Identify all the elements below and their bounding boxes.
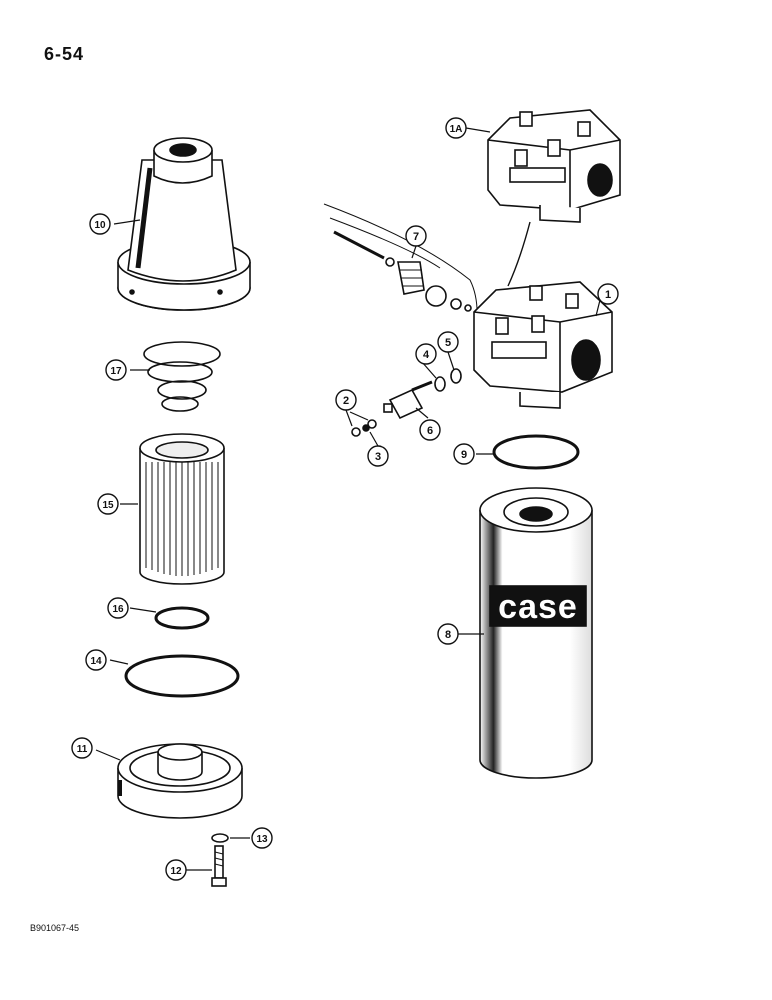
housing-bowl-part-10: [117, 137, 251, 311]
callout-label-8: 8: [445, 629, 451, 641]
callout-label-12: 12: [170, 866, 182, 877]
callout-circle-11: [71, 737, 93, 759]
callout-label-3: 3: [375, 451, 381, 463]
callout-label-9: 9: [461, 449, 467, 461]
page-number: 6-54: [44, 44, 85, 64]
callout-label-2: 2: [343, 395, 349, 407]
leader-lines: [95, 127, 601, 871]
o-ring-part-16: [154, 606, 210, 630]
callout-label-13: 13: [256, 834, 268, 845]
callout-label-1a: 1A: [450, 124, 463, 135]
callout-circle-6: [419, 419, 441, 441]
relief-valve-part-7: [333, 230, 472, 312]
o-ring-part-14: [124, 654, 240, 698]
o-ring-part-9: [492, 434, 580, 470]
callout-label-1: 1: [605, 289, 611, 301]
callout-circle-14: [85, 649, 107, 671]
filter-base-part-11: [117, 743, 243, 819]
figure-code: B901067-45: [30, 923, 80, 933]
callout-label-17: 17: [110, 366, 122, 377]
pressure-switch-part-6: [383, 380, 433, 420]
o-ring-part-4: [434, 376, 446, 392]
callout-label-16: 16: [112, 604, 124, 615]
callout-circle-10: [89, 213, 111, 235]
callout-circle-17: [105, 359, 127, 381]
filter-element-part-15: [139, 433, 225, 585]
callout-label-6: 6: [427, 425, 433, 437]
callout-label-14: 14: [90, 656, 102, 667]
callout-label-7: 7: [413, 231, 419, 243]
callout-circle-5: [437, 331, 459, 353]
washer-part-2: [367, 419, 377, 429]
callout-circle-4: [415, 343, 437, 365]
filter-head-part-1a: [487, 109, 621, 223]
callout-circle-8: [437, 623, 459, 645]
callout-label-15: 15: [102, 500, 114, 511]
callout-circle-7: [405, 225, 427, 247]
callout-circle-2: [335, 389, 357, 411]
callout-circle-1: [597, 283, 619, 305]
callout-circle-3: [367, 445, 389, 467]
callout-circle-15: [97, 493, 119, 515]
filter-head-part-1: [473, 281, 613, 409]
callout-circle-9: [453, 443, 475, 465]
callout-circle-1a: [445, 117, 467, 139]
spring-part-17: [143, 341, 221, 412]
filter-cartridge-part-8: [479, 487, 593, 779]
nut-part-2: [351, 427, 361, 437]
o-ring-part-5: [450, 368, 462, 384]
case-logo: case: [498, 588, 578, 626]
callout-label-11: 11: [77, 744, 88, 755]
callout-circle-12: [165, 859, 187, 881]
callout-label-10: 10: [94, 220, 106, 231]
callout-circle-13: [251, 827, 273, 849]
callout-label-4: 4: [423, 349, 430, 361]
bolt-part-12: [211, 845, 227, 887]
callout-label-5: 5: [445, 337, 451, 349]
washer-part-3: [362, 424, 370, 432]
callout-circle-16: [107, 597, 129, 619]
washer-part-13: [211, 833, 229, 843]
